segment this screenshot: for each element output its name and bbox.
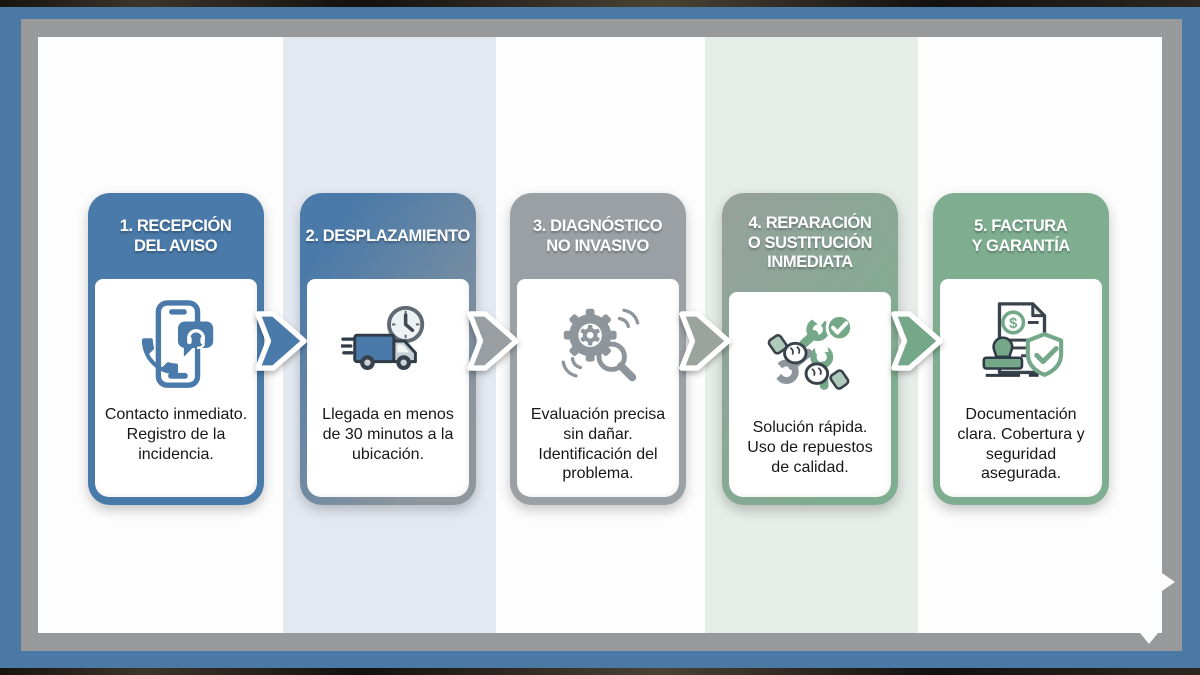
- arrow-right-icon: [253, 304, 311, 378]
- step-4-body: Solución rápida. Uso de repuestos de cal…: [729, 292, 891, 497]
- step-card-5: 5. FACTURA Y GARANTÍA $: [933, 193, 1109, 505]
- arrow-right-icon: [889, 304, 947, 378]
- step-4-header: 4. REPARACIÓN O SUSTITUCIÓN INMEDIATA: [729, 193, 891, 292]
- step-1-title: 1. RECEPCIÓN DEL AVISO: [120, 216, 232, 255]
- arrow-right-icon: [465, 304, 523, 378]
- step-2-description: Llegada en menos de 30 minutos a la ubic…: [322, 406, 454, 463]
- step-3-header: 3. DIAGNÓSTICO NO INVASIVO: [517, 193, 679, 279]
- step-1-body: Contacto inmediato. Registro de la incid…: [95, 279, 257, 497]
- gear-magnifier-icon: [551, 287, 645, 403]
- step-5-header: 5. FACTURA Y GARANTÍA: [940, 193, 1102, 279]
- step-card-1: 1. RECEPCIÓN DEL AVISO: [88, 193, 264, 505]
- arrow-shape: [679, 311, 731, 371]
- step-card-4: 4. REPARACIÓN O SUSTITUCIÓN INMEDIATA: [722, 193, 898, 505]
- step-2-body: Llegada en menos de 30 minutos a la ubic…: [307, 279, 469, 497]
- step-1-header: 1. RECEPCIÓN DEL AVISO: [95, 193, 257, 279]
- step-2-header: 2. DESPLAZAMIENTO: [305, 193, 471, 279]
- step-card-3: 3. DIAGNÓSTICO NO INVASIVO: [510, 193, 686, 505]
- step-5-description: Documentación clara. Cobertura y segurid…: [957, 406, 1085, 483]
- corner-notch-down: [1140, 633, 1158, 644]
- step-5-title: 5. FACTURA Y GARANTÍA: [971, 216, 1071, 255]
- arrow-shape: [467, 311, 519, 371]
- phone-support-icon: [129, 287, 223, 403]
- step-5-body: $ Docume: [940, 279, 1102, 497]
- svg-text:$: $: [1009, 316, 1017, 332]
- step-4-description: Solución rápida. Uso de repuestos de cal…: [747, 419, 873, 476]
- content-area: 1. RECEPCIÓN DEL AVISO: [38, 37, 1175, 644]
- step-1-description: Contacto inmediato. Registro de la incid…: [104, 406, 248, 463]
- step-3-description: Evaluación precisa sin dañar. Identifica…: [530, 406, 666, 483]
- corner-notch-right: [1162, 573, 1175, 591]
- step-4-title: 4. REPARACIÓN O SUSTITUCIÓN INMEDIATA: [747, 213, 873, 272]
- arrow-shape: [891, 311, 943, 371]
- step-3-title: 3. DIAGNÓSTICO NO INVASIVO: [533, 216, 663, 255]
- step-2-title: 2. DESPLAZAMIENTO: [305, 226, 471, 246]
- step-card-2: 2. DESPLAZAMIENTO: [300, 193, 476, 505]
- arrow-shape: [255, 311, 307, 371]
- invoice-stamp-shield-icon: $: [974, 287, 1068, 403]
- speeding-truck-clock-icon: [341, 287, 435, 403]
- hands-wrenches-check-icon: [763, 300, 857, 416]
- arrow-right-icon: [677, 304, 735, 378]
- step-3-body: Evaluación precisa sin dañar. Identifica…: [517, 279, 679, 497]
